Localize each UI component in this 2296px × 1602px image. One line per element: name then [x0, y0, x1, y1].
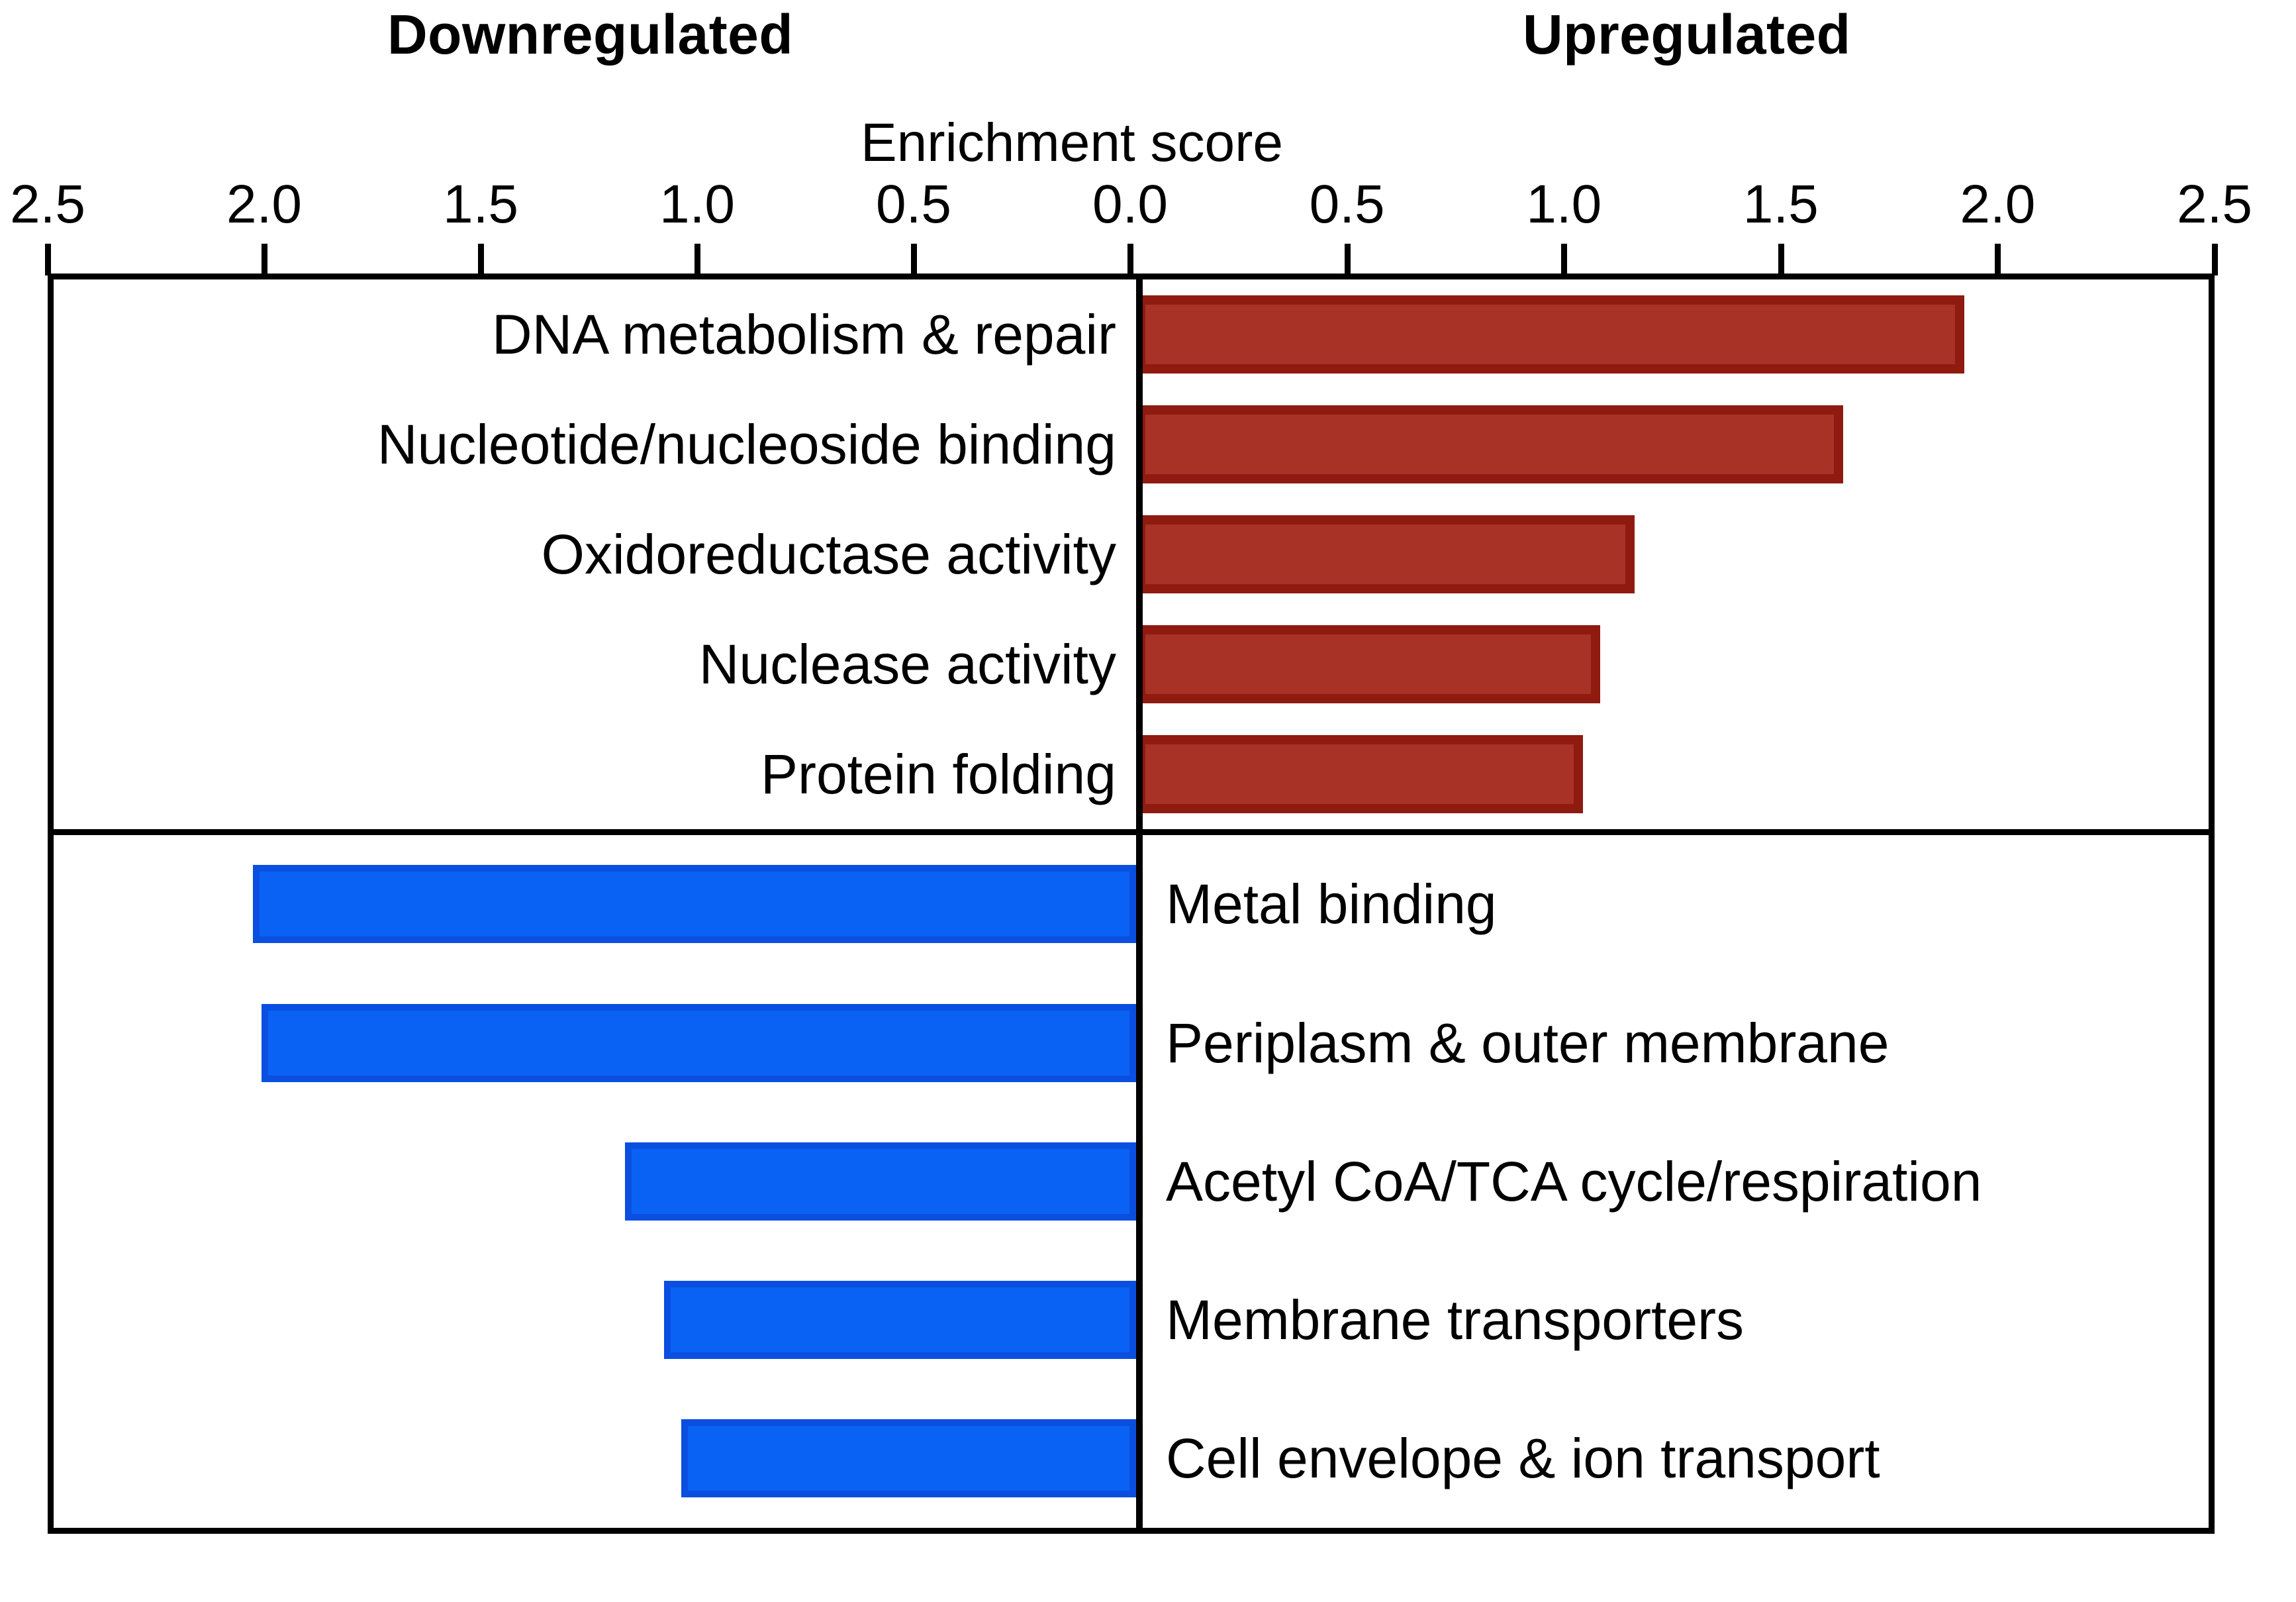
x-tick-label: 1.5 — [1743, 174, 1819, 234]
bar-category-label: Periplasm & outer membrane — [1166, 1011, 1889, 1074]
x-tick-mark — [1344, 244, 1351, 275]
bar — [681, 1419, 1136, 1498]
x-tick-label: 2.5 — [10, 174, 85, 234]
upregulated-heading: Upregulated — [1523, 3, 1851, 66]
bar-category-label: Metal binding — [1166, 873, 1497, 936]
x-tick-label: 0.0 — [1092, 174, 1168, 234]
x-axis-tick-labels: 2.5 2.0 1.5 1.0 0.5 0.0 0.5 1.0 1.5 2.0 2.5 — [0, 177, 2296, 238]
x-tick-label: 2.5 — [2177, 174, 2252, 234]
x-axis-tick-marks — [0, 244, 2296, 275]
x-tick-label: 0.5 — [876, 174, 951, 234]
x-tick-mark — [262, 244, 267, 275]
x-axis-title: Enrichment score — [0, 116, 2296, 170]
bar — [1136, 405, 1843, 483]
x-tick-mark — [1995, 244, 2001, 275]
bar-category-label: Nuclease activity — [698, 633, 1116, 695]
bar-category-label: Nucleotide/nucleoside binding — [377, 413, 1116, 476]
x-tick-mark — [478, 244, 484, 275]
bar-category-label: Oxidoreductase activity — [541, 523, 1116, 585]
x-tick-mark — [1127, 244, 1133, 275]
x-tick-label: 1.0 — [1526, 174, 1602, 234]
x-tick-mark — [1561, 244, 1568, 275]
bar — [252, 865, 1136, 944]
x-tick-mark — [911, 244, 917, 275]
x-tick-mark — [2212, 244, 2218, 275]
x-tick-mark — [1778, 244, 1784, 275]
x-tick-label: 0.5 — [1309, 174, 1385, 234]
x-tick-label: 1.0 — [659, 174, 735, 234]
downregulated-heading: Downregulated — [387, 3, 794, 66]
zero-axis-line — [1136, 274, 1143, 1534]
x-tick-label: 1.5 — [443, 174, 518, 234]
bar — [261, 1003, 1136, 1082]
bar-category-label: Cell envelope & ion transport — [1166, 1427, 1880, 1490]
bar — [664, 1281, 1136, 1359]
bar-category-label: DNA metabolism & repair — [492, 303, 1116, 366]
x-tick-mark — [45, 244, 51, 275]
bar — [1136, 625, 1601, 703]
bar — [1136, 515, 1635, 593]
x-tick-label: 2.0 — [1960, 174, 2036, 234]
x-tick-mark — [694, 244, 700, 275]
bar — [1136, 295, 1965, 374]
bar-category-label: Acetyl CoA/TCA cycle/respiration — [1166, 1150, 1982, 1213]
bar-category-label: Protein folding — [760, 743, 1116, 805]
x-axis-title-text: Enrichment score — [860, 113, 1284, 173]
bar — [1136, 735, 1583, 813]
x-tick-label: 2.0 — [226, 174, 302, 234]
bar-category-label: Membrane transporters — [1166, 1289, 1745, 1351]
bar — [625, 1142, 1136, 1221]
